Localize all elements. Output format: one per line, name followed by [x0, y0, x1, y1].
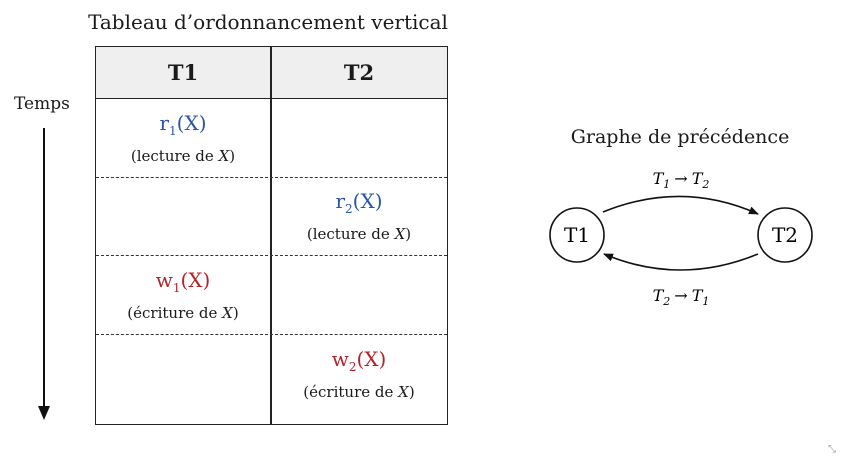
row-separator [96, 177, 447, 178]
operation-read-t1: r1(X) [159, 111, 207, 138]
time-arrow-icon [38, 128, 50, 420]
graph-node-t1: T1 [549, 207, 605, 263]
operation-write-t1: w1(X) [155, 268, 211, 295]
operation-description: (écriture de X) [303, 383, 415, 401]
edge-label-t1-t2: T1→T2 [653, 169, 710, 191]
row-separator [96, 255, 447, 256]
operation-write-t2: w2(X) [331, 347, 387, 374]
expand-corner-icon: ⤡ [828, 444, 836, 455]
table-title: Tableau d’ordonnancement vertical [88, 10, 448, 34]
operation-description: (écriture de X) [127, 304, 239, 322]
row-separator [96, 334, 447, 335]
precedence-graph: T1 T2 T1→T2 T2→T1 [549, 169, 813, 308]
graph-node-t2: T2 [757, 207, 813, 263]
schedule-cell-r2: r2(X) (lecture de X) [271, 189, 447, 245]
edge-t2-to-t1 [603, 253, 759, 271]
schedule-table: T1 T2 r1(X) (lecture de X) r2(X) (lectur… [95, 46, 448, 425]
edge-t1-to-t2 [602, 195, 759, 215]
node-label: T2 [772, 223, 798, 247]
operation-read-t2: r2(X) [335, 189, 383, 216]
table-header: T1 T2 [96, 47, 447, 99]
schedule-cell-r1: r1(X) (lecture de X) [96, 111, 270, 167]
operation-description: (lecture de X) [306, 225, 412, 243]
schedule-cell-w1: w1(X) (écriture de X) [96, 268, 270, 324]
node-label: T1 [564, 223, 590, 247]
column-header-t1: T1 [167, 60, 199, 85]
column-divider [270, 47, 272, 424]
edge-label-t2-t1: T2→T1 [653, 286, 710, 308]
operation-description: (lecture de X) [130, 147, 236, 165]
column-header-t2: T2 [343, 60, 375, 85]
graph-title: Graphe de précédence [570, 126, 790, 148]
time-axis-label: Temps [14, 94, 70, 114]
schedule-cell-w2: w2(X) (écriture de X) [271, 347, 447, 403]
